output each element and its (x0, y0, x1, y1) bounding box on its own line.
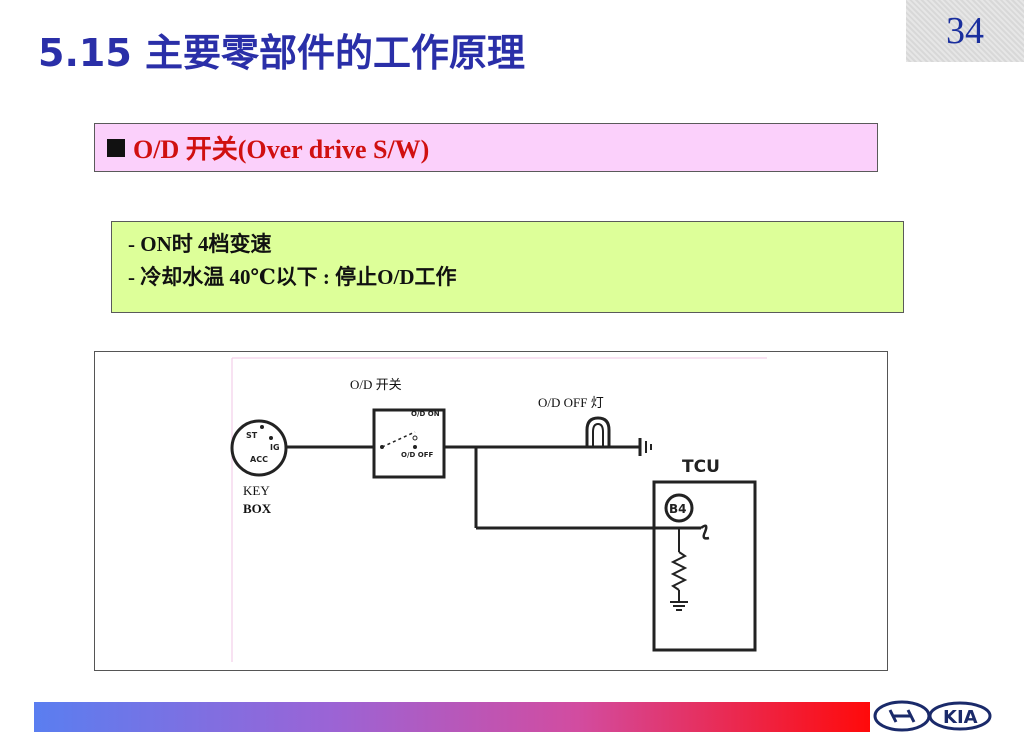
key-st-label: ST (246, 431, 258, 440)
key-acc-label: ACC (250, 455, 268, 464)
key-ig-label: IG (270, 443, 280, 452)
circuit-diagram: ST IG ACC KEY BOX O/D 开关 O/D ON O/D OFF … (94, 351, 888, 671)
section-heading-box: O/D 开关(Over drive S/W) (94, 123, 878, 172)
od-off-text: O/D OFF (401, 451, 433, 459)
tcu-box: B4 (652, 480, 757, 652)
note-line-2: - 冷却水温 40℃以下 : 停止O/D工作 (128, 265, 457, 289)
b4-terminal-label: B4 (669, 502, 687, 516)
page-number-box: 34 (906, 0, 1024, 62)
key-box-icon: ST IG ACC (230, 419, 288, 477)
od-off-lamp-label: O/D OFF 灯 (538, 395, 604, 410)
connector-icon (700, 524, 710, 540)
od-switch-label: O/D 开关 (350, 377, 402, 392)
kia-logo-text: KIA (943, 707, 978, 728)
box-label: BOX (243, 501, 272, 516)
hyundai-kia-logo: KIA (873, 700, 992, 732)
tcu-label: TCU (682, 457, 720, 477)
footer-gradient-bar (34, 702, 870, 732)
slide-title: 5.15 主要零部件的工作原理 (38, 31, 525, 75)
b4-terminal-icon (664, 493, 694, 523)
note-line-1: - ON时 4档变速 (128, 232, 272, 256)
key-label: KEY (243, 483, 270, 498)
bullet-square-icon (107, 138, 125, 157)
ground-icon (670, 601, 688, 611)
resistor-icon (670, 551, 688, 591)
notes-box: - ON时 4档变速 - 冷却水温 40℃以下 : 停止O/D工作 (111, 221, 904, 313)
od-on-text: O/D ON (411, 410, 440, 418)
section-heading: O/D 开关(Over drive S/W) (133, 135, 430, 164)
circuit-diagram-svg: ST IG ACC KEY BOX O/D 开关 O/D ON O/D OFF … (230, 357, 767, 662)
od-switch-icon: O/D ON O/D OFF (372, 408, 446, 479)
page-number: 34 (946, 10, 984, 52)
od-off-lamp-icon (585, 416, 652, 456)
